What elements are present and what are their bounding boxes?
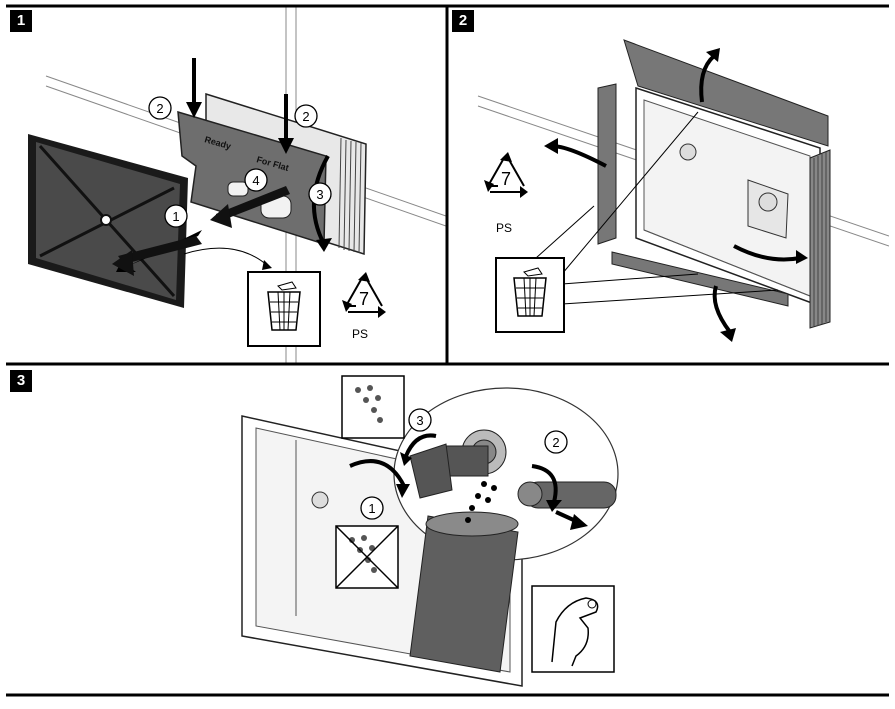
callout-4: 4 <box>244 168 268 192</box>
svg-text:PS: PS <box>496 221 512 235</box>
step-badge: 3 <box>10 370 32 392</box>
pull-arrows <box>112 155 332 276</box>
panel-step-2: 2 <box>448 6 890 364</box>
callout-2-right: 2 <box>294 104 318 128</box>
callout-1: 1 <box>360 496 384 520</box>
svg-text:1: 1 <box>172 209 179 224</box>
svg-text:3: 3 <box>416 413 423 428</box>
svg-text:1: 1 <box>368 501 375 516</box>
no-drip-icon <box>335 525 399 589</box>
svg-text:2: 2 <box>156 101 163 116</box>
callout-3: 3 <box>408 408 432 432</box>
svg-text:2: 2 <box>552 435 559 450</box>
push-arrows <box>186 58 294 154</box>
callout-1: 1 <box>164 204 188 228</box>
hand-icon <box>531 585 615 673</box>
panel-step-1: 1 Ready F <box>6 6 447 364</box>
panel-step-3: 3 <box>6 366 889 692</box>
step-3-illustration: 1 2 3 <box>241 375 619 687</box>
svg-text:PS: PS <box>352 327 368 341</box>
recycle-ps-icon: 7 PS <box>484 152 528 235</box>
callout-2-left: 2 <box>148 96 172 120</box>
svg-text:7: 7 <box>359 289 369 309</box>
callout-3: 3 <box>308 182 332 206</box>
drip-icon <box>341 375 405 439</box>
collecting-container <box>409 511 519 673</box>
callout-2: 2 <box>544 430 568 454</box>
open-wall-box <box>635 86 821 308</box>
step-1-illustration: Ready For Flat 1 <box>28 6 447 364</box>
rotation-arrows <box>349 433 588 530</box>
svg-text:2: 2 <box>302 109 309 124</box>
step-2-illustration: 7 PS <box>477 39 890 342</box>
wall-box: Ready For Flat <box>177 92 367 256</box>
cover-plate <box>28 134 188 308</box>
step-badge: 1 <box>10 10 32 32</box>
bin-pointer-lines <box>535 111 779 305</box>
water-drops <box>465 481 497 523</box>
waste-bin-icon <box>247 271 321 347</box>
svg-text:3: 3 <box>316 187 323 202</box>
step-badge: 2 <box>452 10 474 32</box>
removal-arrows <box>544 48 808 342</box>
svg-text:4: 4 <box>252 173 259 188</box>
waste-bin-icon <box>495 257 565 333</box>
recycle-ps-icon: 7 PS <box>342 272 386 341</box>
svg-text:7: 7 <box>501 169 511 189</box>
valve-assembly <box>409 429 617 509</box>
